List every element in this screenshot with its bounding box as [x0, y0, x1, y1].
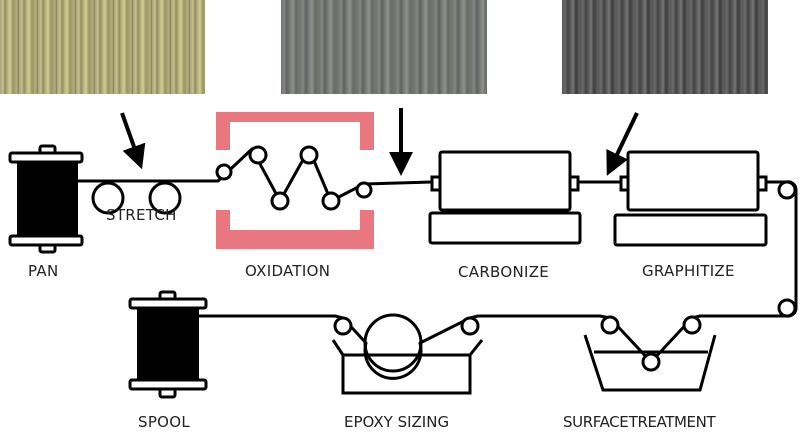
label-surface-treatment: SURFACE TREATMENT [563, 413, 716, 431]
carbonized-arrow-icon [606, 112, 639, 176]
label-epoxy-sizing: EPOXY SIZING [344, 413, 450, 431]
oxidation-oven [216, 112, 374, 249]
label-pan: PAN [28, 262, 59, 280]
label-carbonize: CARBONIZE [458, 263, 550, 281]
epoxy-sizing-rollers [333, 313, 480, 373]
surface-treatment-bath [583, 334, 717, 392]
carbonize-furnace [428, 150, 582, 245]
epoxy-sizing-tank [331, 339, 484, 395]
label-oxidation: OXIDATION [245, 262, 331, 280]
pan-arrow-icon [120, 112, 146, 170]
graphitize-exit-roller [777, 180, 797, 200]
oxidized-fiber-photo [281, 0, 487, 94]
output-spool [128, 290, 208, 399]
surface-treatment-rollers [600, 298, 797, 372]
graphitize-furnace [613, 150, 768, 247]
label-graphitize: GRAPHITIZE [642, 262, 735, 280]
label-stretch: STRETCH [106, 206, 177, 224]
pan-spool [8, 144, 84, 254]
stretch-rollers [91, 181, 182, 215]
oxidation-rollers [215, 145, 373, 211]
label-spool: SPOOL [138, 413, 191, 431]
carbonized-fiber-photo [562, 0, 768, 94]
pan-fiber-photo [0, 0, 205, 94]
